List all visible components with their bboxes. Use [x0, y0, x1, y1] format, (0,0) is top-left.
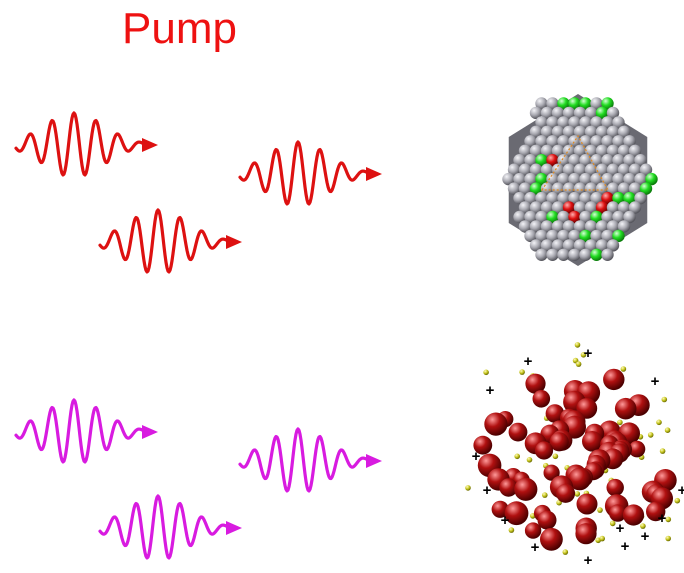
- ion-plus-symbol: +: [658, 510, 667, 527]
- ion-plus-symbol: +: [584, 345, 593, 362]
- ion-plus-symbol: +: [531, 539, 540, 556]
- pump-pulse-3: [98, 208, 242, 274]
- exploded-nanocluster: ++++++++++++++: [465, 342, 684, 569]
- ion-plus-symbol: +: [584, 552, 593, 569]
- ion-plus-symbol: +: [641, 528, 650, 545]
- probe-pulse-2: [238, 427, 382, 493]
- pump-title: Pump: [122, 4, 237, 53]
- ion-plus-symbol: +: [524, 353, 533, 370]
- ion-plus-symbol: +: [616, 520, 625, 537]
- intact-nanocluster: [502, 94, 658, 266]
- ion-plus-symbol: +: [651, 373, 660, 390]
- probe-pulse-1: [14, 398, 158, 464]
- probe-pulse-3: [98, 494, 242, 560]
- ion-plus-symbol: +: [486, 382, 495, 399]
- ion-plus-symbol: +: [678, 482, 684, 499]
- ion-plus-symbol: +: [483, 482, 492, 499]
- pump-pulse-2: [238, 140, 382, 206]
- ion-plus-symbol: +: [501, 512, 510, 529]
- ion-plus-symbol: +: [621, 538, 630, 555]
- pump-pulse-1: [14, 111, 158, 177]
- ion-plus-symbol: +: [472, 448, 481, 465]
